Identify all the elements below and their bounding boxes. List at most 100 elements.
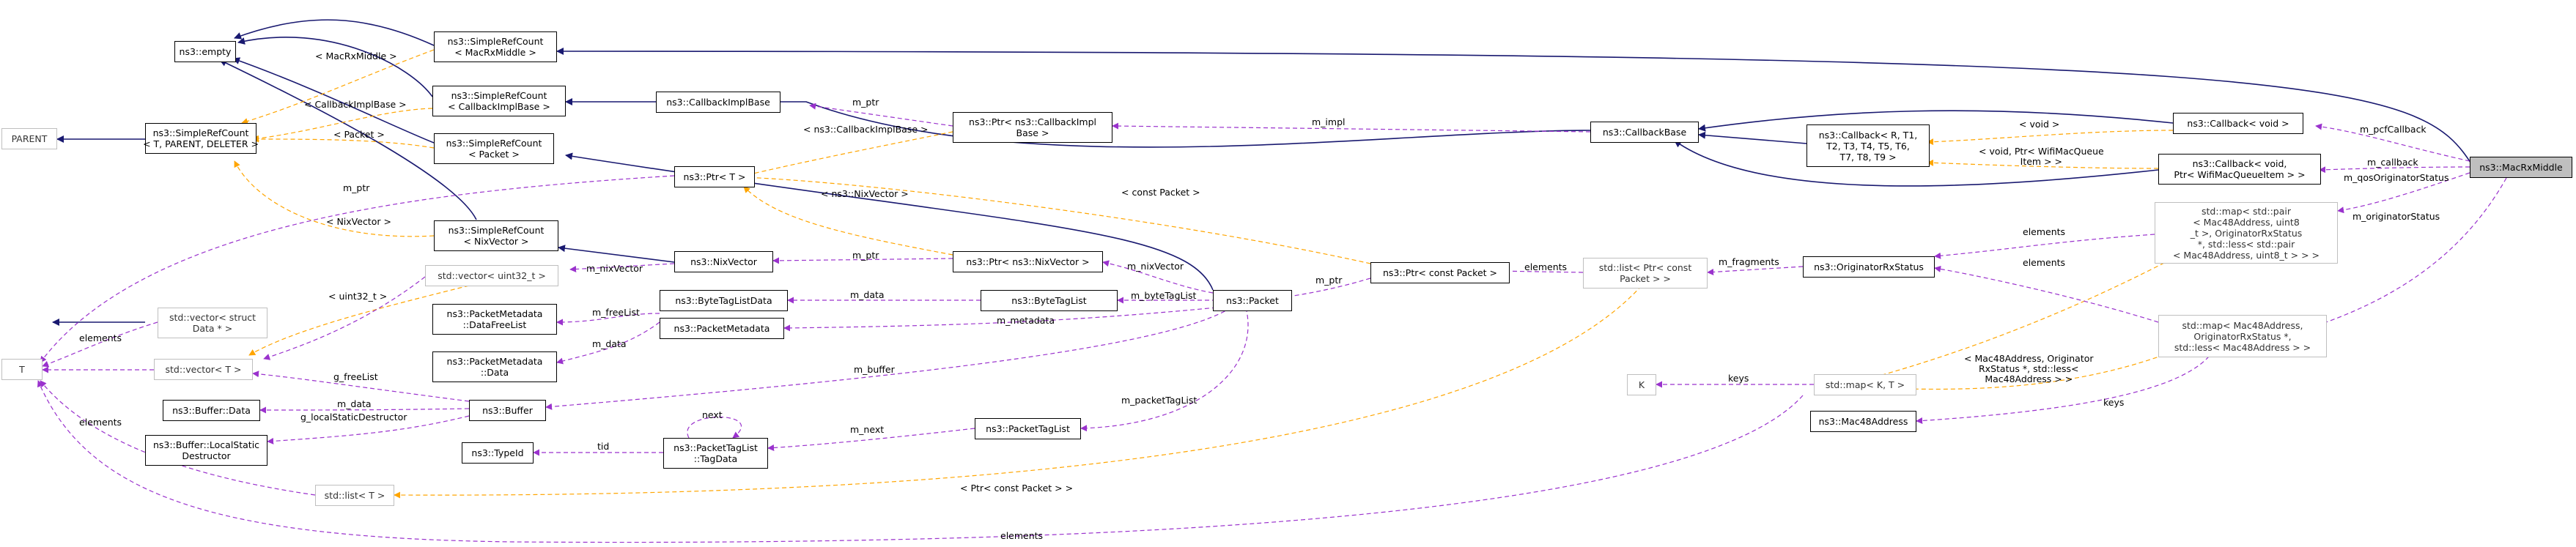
edge-use-ptrnix-nix [772,257,953,264]
edge-use-macrx-mappair [2337,172,2470,214]
node-packet-metadata-free-list[interactable]: ns3::PacketMetadata ::DataFreeList [432,304,557,335]
label-packet-tpl: < Packet > [333,129,385,140]
node-simple-ref-count-packet[interactable]: ns3::SimpleRefCount < Packet > [434,133,554,164]
node-buffer-local-static-destructor[interactable]: ns3::Buffer::LocalStatic Destructor [145,435,267,466]
node-vector-struct-data[interactable]: std::vector< struct Data * > [158,308,267,338]
label-m-data-meta: m_data [592,338,627,349]
node-simple-ref-count-generic[interactable]: ns3::SimpleRefCount < T, PARENT, DELETER… [143,123,259,154]
node-nix-vector[interactable]: ns3::NixVector [674,251,773,272]
label-m-byte-tag-list: m_byteTagList [1131,290,1197,301]
node-type-id[interactable]: ns3::TypeId [462,442,534,464]
label-elements-list: elements [1524,261,1568,272]
edge-use-meta-data [556,321,660,365]
node-buffer[interactable]: ns3::Buffer [469,400,546,421]
node-callback-void[interactable]: ns3::Callback< void > [2173,113,2303,134]
edge-inherit-packet-srcpacket [565,152,1214,291]
node-callback-impl-base[interactable]: ns3::CallbackImplBase [656,92,780,113]
label-m-data-buffer: m_data [337,398,372,409]
node-packet-tag-list[interactable]: ns3::PacketTagList [975,418,1081,439]
edge-use-cbbase-ptrcb [1112,122,1591,133]
node-mac48-address[interactable]: ns3::Mac48Address [1810,411,1916,432]
edge-inherit-nixvector-srcnix [558,245,675,263]
label-m-data-bytetag: m_data [850,289,885,300]
edge-use-buffer-vect [252,371,470,402]
edge-inherit-cbgeneric-cbbase [1698,131,1807,144]
edge-use-mapmac48-mac48 [1916,343,2218,424]
edge-use-orig-list [1707,266,1804,275]
edge-tpl-srcgeneric-srcmacrx [241,49,435,124]
label-const-packet-tpl: < const Packet > [1121,187,1200,198]
label-m-callback: m_callback [2367,157,2418,168]
node-packet-metadata-data[interactable]: ns3::PacketMetadata ::Data [432,351,557,382]
edge-use-list-t [40,380,316,496]
node-callback-base[interactable]: ns3::CallbackBase [1590,122,1699,143]
node-map-generic[interactable]: std::map< K, T > [1814,374,1916,395]
node-t[interactable]: T [1,359,43,380]
label-macrxmiddle-tpl: < MacRxMiddle > [315,51,397,62]
node-simple-ref-count-callbackimplbase[interactable]: ns3::SimpleRefCount < CallbackImplBase > [432,86,566,116]
label-keys-mac48: keys [2103,397,2125,408]
node-originator-rx-status[interactable]: ns3::OriginatorRxStatus [1803,256,1935,278]
node-map-pair-originator[interactable]: std::map< std::pair < Mac48Address, uint… [2155,202,2338,264]
edge-tpl-srcgeneric-srcpacket [252,135,435,149]
label-m-impl: m_impl [1312,116,1346,127]
node-parent[interactable]: PARENT [1,128,57,149]
label-m-fragments: m_fragments [1719,256,1779,267]
edge-use-macrx-mapmac48 [2278,177,2507,339]
edge-tpl-ptr-ptrconst [743,174,1371,264]
edge-inherit-srccb-empty [237,37,433,97]
node-ptr-nix-vector[interactable]: ns3::Ptr< ns3::NixVector > [953,251,1103,272]
edge-use-macrx-cbvoid [2315,123,2470,162]
label-m-ptr-packet: m_ptr [1315,275,1343,286]
label-m-buffer: m_buffer [854,364,895,375]
node-packet-tag-list-tag-data[interactable]: ns3::PacketTagList ::TagData [663,438,768,469]
edge-tpl-srcgeneric-srcnix [234,160,435,237]
node-ptr-const-packet[interactable]: ns3::Ptr< const Packet > [1370,262,1510,283]
edge-use-ptr-t [40,175,675,363]
node-empty[interactable]: ns3::empty [174,41,236,62]
edge-tpl-map-pair [1861,252,2185,383]
edge-use-mappair-orig [1934,234,2155,259]
node-packet[interactable]: ns3::Packet [1213,290,1292,311]
label-elements-vec: elements [79,332,122,343]
node-byte-tag-list[interactable]: ns3::ByteTagList [981,290,1118,311]
label-m-pcf-callback: m_pcfCallback [2360,124,2426,135]
node-list-t[interactable]: std::list< T > [315,485,394,506]
edge-use-nix-vector [569,263,675,273]
node-callback-void-wifi[interactable]: ns3::Callback< void, Ptr< WifiMacQueueIt… [2158,154,2321,185]
label-tid: tid [597,441,610,452]
node-vector-uint32[interactable]: std::vector< uint32_t > [425,265,558,286]
edge-inherit-srcpacket-empty [232,57,435,144]
node-byte-tag-list-data[interactable]: ns3::ByteTagListData [660,290,788,311]
label-m-ptr-callbackimpl: m_ptr [852,97,879,108]
edge-tpl-cbgeneric-cbvoid [1927,130,2174,146]
node-ptr-callback-impl-base[interactable]: ns3::Ptr< ns3::CallbackImpl Base > [953,112,1112,143]
node-vector-t[interactable]: std::vector< T > [154,359,253,380]
label-m-packet-tag-list: m_packetTagList [1121,395,1197,406]
node-simple-ref-count-macrxmiddle[interactable]: ns3::SimpleRefCount < MacRxMiddle > [434,31,557,62]
edge-use-macrx-cbwifi [2319,166,2470,174]
edge-use-packet-buffer [545,307,1232,410]
node-ptr-generic[interactable]: ns3::Ptr< T > [674,166,755,187]
node-buffer-data[interactable]: ns3::Buffer::Data [163,400,260,421]
label-next: next [702,409,723,420]
label-elements-map1: elements [2023,226,2066,237]
edge-tpl-cbgeneric-cbwifi [1927,159,2159,169]
node-mac-rx-middle[interactable]: ns3::MacRxMiddle [2470,157,2572,178]
node-map-mac48-originator[interactable]: std::map< Mac48Address, OriginatorRxStat… [2158,315,2327,357]
label-m-ptr-t: m_ptr [343,182,370,193]
edge-inherit-srcmacrx-empty [234,19,435,46]
node-list-ptr-const-packet[interactable]: std::list< Ptr< const Packet > > [1583,258,1708,289]
node-packet-metadata[interactable]: ns3::PacketMetadata [660,318,784,339]
edge-tpl-vector-uint32 [248,285,470,356]
edge-inherit-srcnix-empty [219,59,477,220]
edge-inherit-cbvoid-cbbase [1698,110,2174,132]
label-callbackimplbase-tpl: < CallbackImplBase > [304,99,407,110]
edge-use-packet-taglist [1080,307,1249,432]
edge-inherit-macrx-srcmacrx [556,48,2474,168]
node-k[interactable]: K [1627,374,1656,395]
node-callback-generic[interactable]: ns3::Callback< R, T1, T2, T3, T4, T5, T6… [1806,124,1930,167]
node-simple-ref-count-nixvector[interactable]: ns3::SimpleRefCount < NixVector > [434,220,558,251]
label-g-free-list: g_freeList [333,371,378,382]
